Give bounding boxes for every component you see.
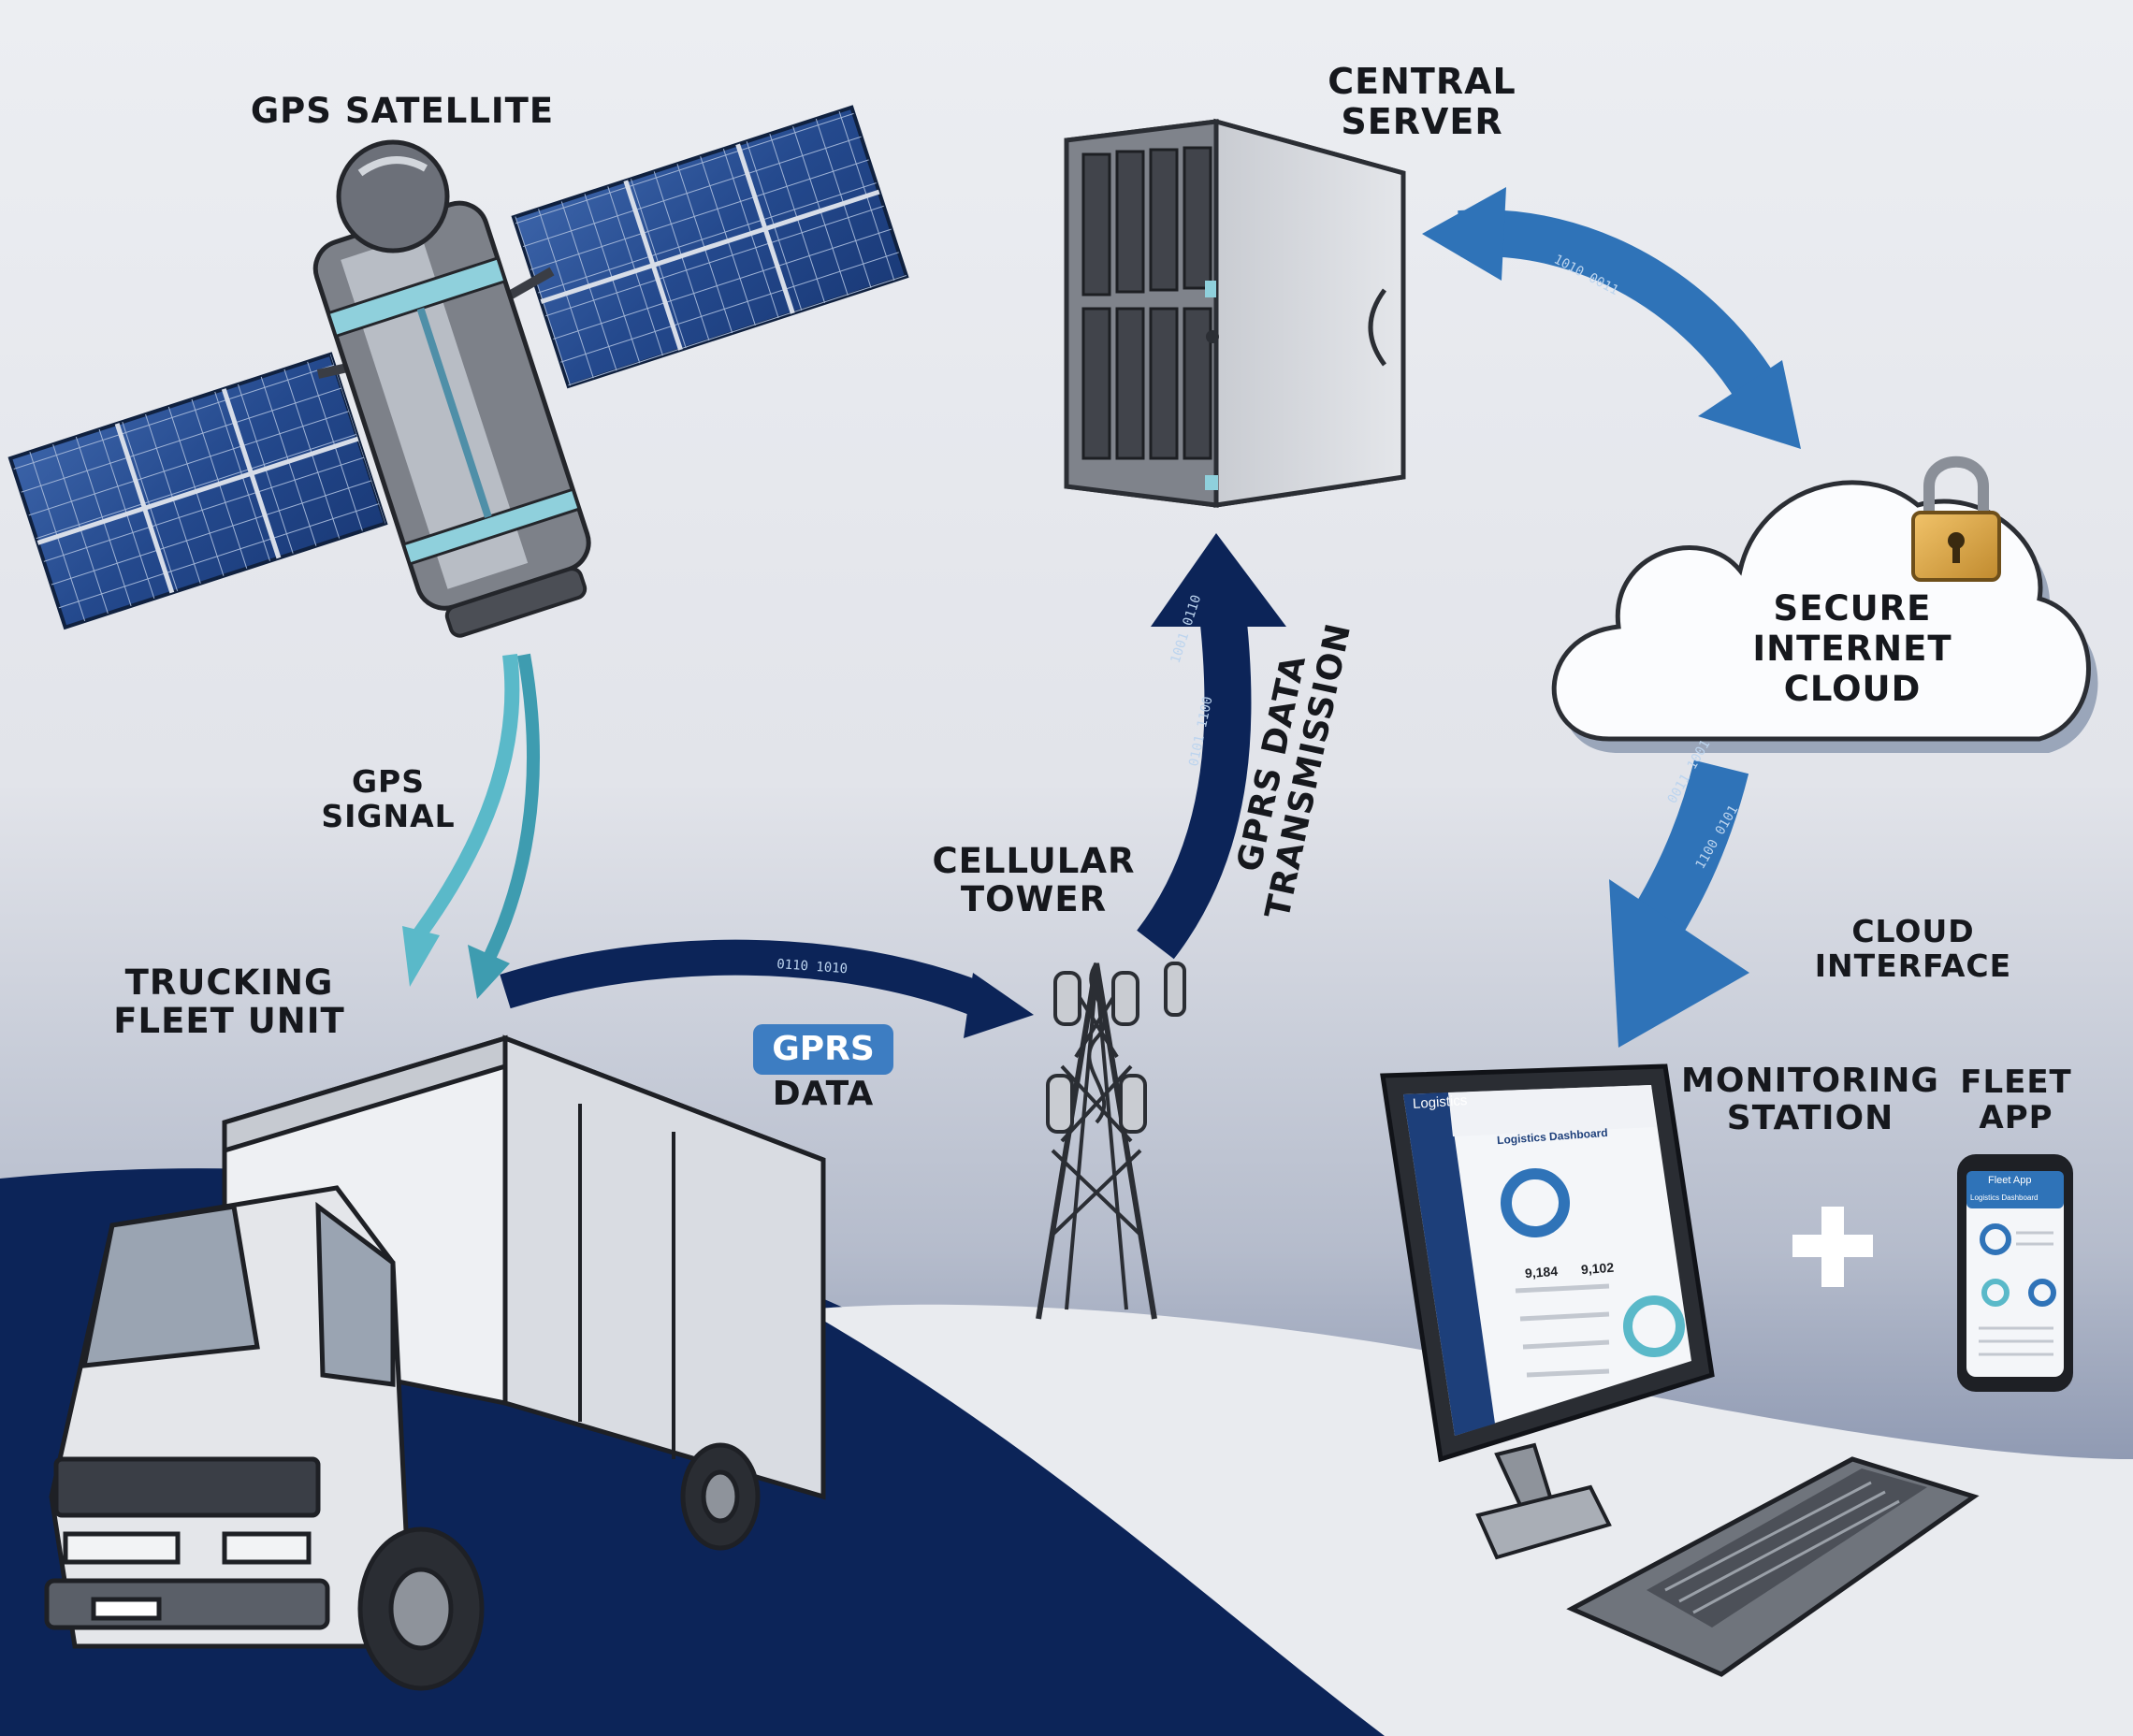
fleet-app-label: FLEET APP xyxy=(1946,1064,2086,1136)
trucking-fleet-unit-label: TRUCKING FLEET UNIT xyxy=(84,963,374,1041)
phone-icon xyxy=(1957,1154,2073,1392)
server-cloud-arrow xyxy=(1422,187,1801,449)
tower-icon xyxy=(1036,962,1186,1320)
cellular-tower-line-2: TOWER xyxy=(960,879,1108,920)
light-ground xyxy=(805,1304,2133,1736)
monitoring-station-line-1: MONITORING xyxy=(1681,1062,1939,1100)
secure-cloud-line-1: SECURE xyxy=(1773,588,1932,629)
central-server-label: CENTRAL SERVER xyxy=(1254,62,1590,141)
trucking-fleet-unit-line-1: TRUCKING xyxy=(124,962,334,1003)
gprs-badge: GPRS xyxy=(753,1024,893,1075)
lock-icon xyxy=(1911,456,2001,582)
server-icon xyxy=(1064,118,1406,508)
gps-signal-arrow xyxy=(402,653,540,999)
monitoring-station-line-2: STATION xyxy=(1726,1099,1894,1138)
gps-satellite-label: GPS SATELLITE xyxy=(250,91,555,131)
gps-signal-label: GPS SIGNAL xyxy=(281,763,496,834)
keyboard-icon xyxy=(1566,1456,1980,1677)
central-server-line-1: CENTRAL xyxy=(1328,61,1516,102)
gps-signal-line-2: SIGNAL xyxy=(321,797,456,834)
cloud-interface-label: CLOUD INTERFACE xyxy=(1778,913,2049,984)
cloud-interface-arrow xyxy=(1609,760,1749,1048)
cloud-interface-line-1: CLOUD xyxy=(1851,913,1975,949)
gprs-transmission-arrow xyxy=(1137,533,1286,960)
plus-icon xyxy=(1792,1207,1873,1287)
truck-icon xyxy=(44,1034,826,1691)
gps-signal-line-1: GPS xyxy=(351,763,426,800)
fleet-app-line-1: FLEET xyxy=(1960,1063,2072,1101)
stream-bit: 0110 1010 xyxy=(776,957,849,976)
secure-cloud-label: SECURE INTERNET CLOUD xyxy=(1684,588,2021,710)
secure-cloud-line-3: CLOUD xyxy=(1783,668,1922,709)
phone-title: Logistics Dashboard xyxy=(1970,1194,2039,1202)
monitor-icon xyxy=(1380,1063,1715,1560)
secure-cloud-line-2: INTERNET xyxy=(1752,628,1952,669)
cellular-tower-label: CELLULAR TOWER xyxy=(898,842,1169,919)
gprs-data-label: DATA xyxy=(772,1075,875,1113)
dashboard-stat-2: 9,102 xyxy=(1580,1259,1615,1278)
phone-header: Fleet App xyxy=(1988,1175,2032,1186)
monitoring-station-label: MONITORING STATION xyxy=(1665,1062,1955,1138)
dashboard-stat-1: 9,184 xyxy=(1524,1263,1559,1281)
trucking-fleet-unit-line-2: FLEET UNIT xyxy=(113,1001,345,1042)
cloud-interface-line-2: INTERFACE xyxy=(1814,947,2012,984)
satellite-icon xyxy=(7,105,909,638)
fleet-app-line-2: APP xyxy=(1979,1099,2053,1137)
gprs-data-arrow xyxy=(500,939,1034,1038)
central-server-line-2: SERVER xyxy=(1341,100,1503,142)
cellular-tower-line-1: CELLULAR xyxy=(932,841,1136,881)
